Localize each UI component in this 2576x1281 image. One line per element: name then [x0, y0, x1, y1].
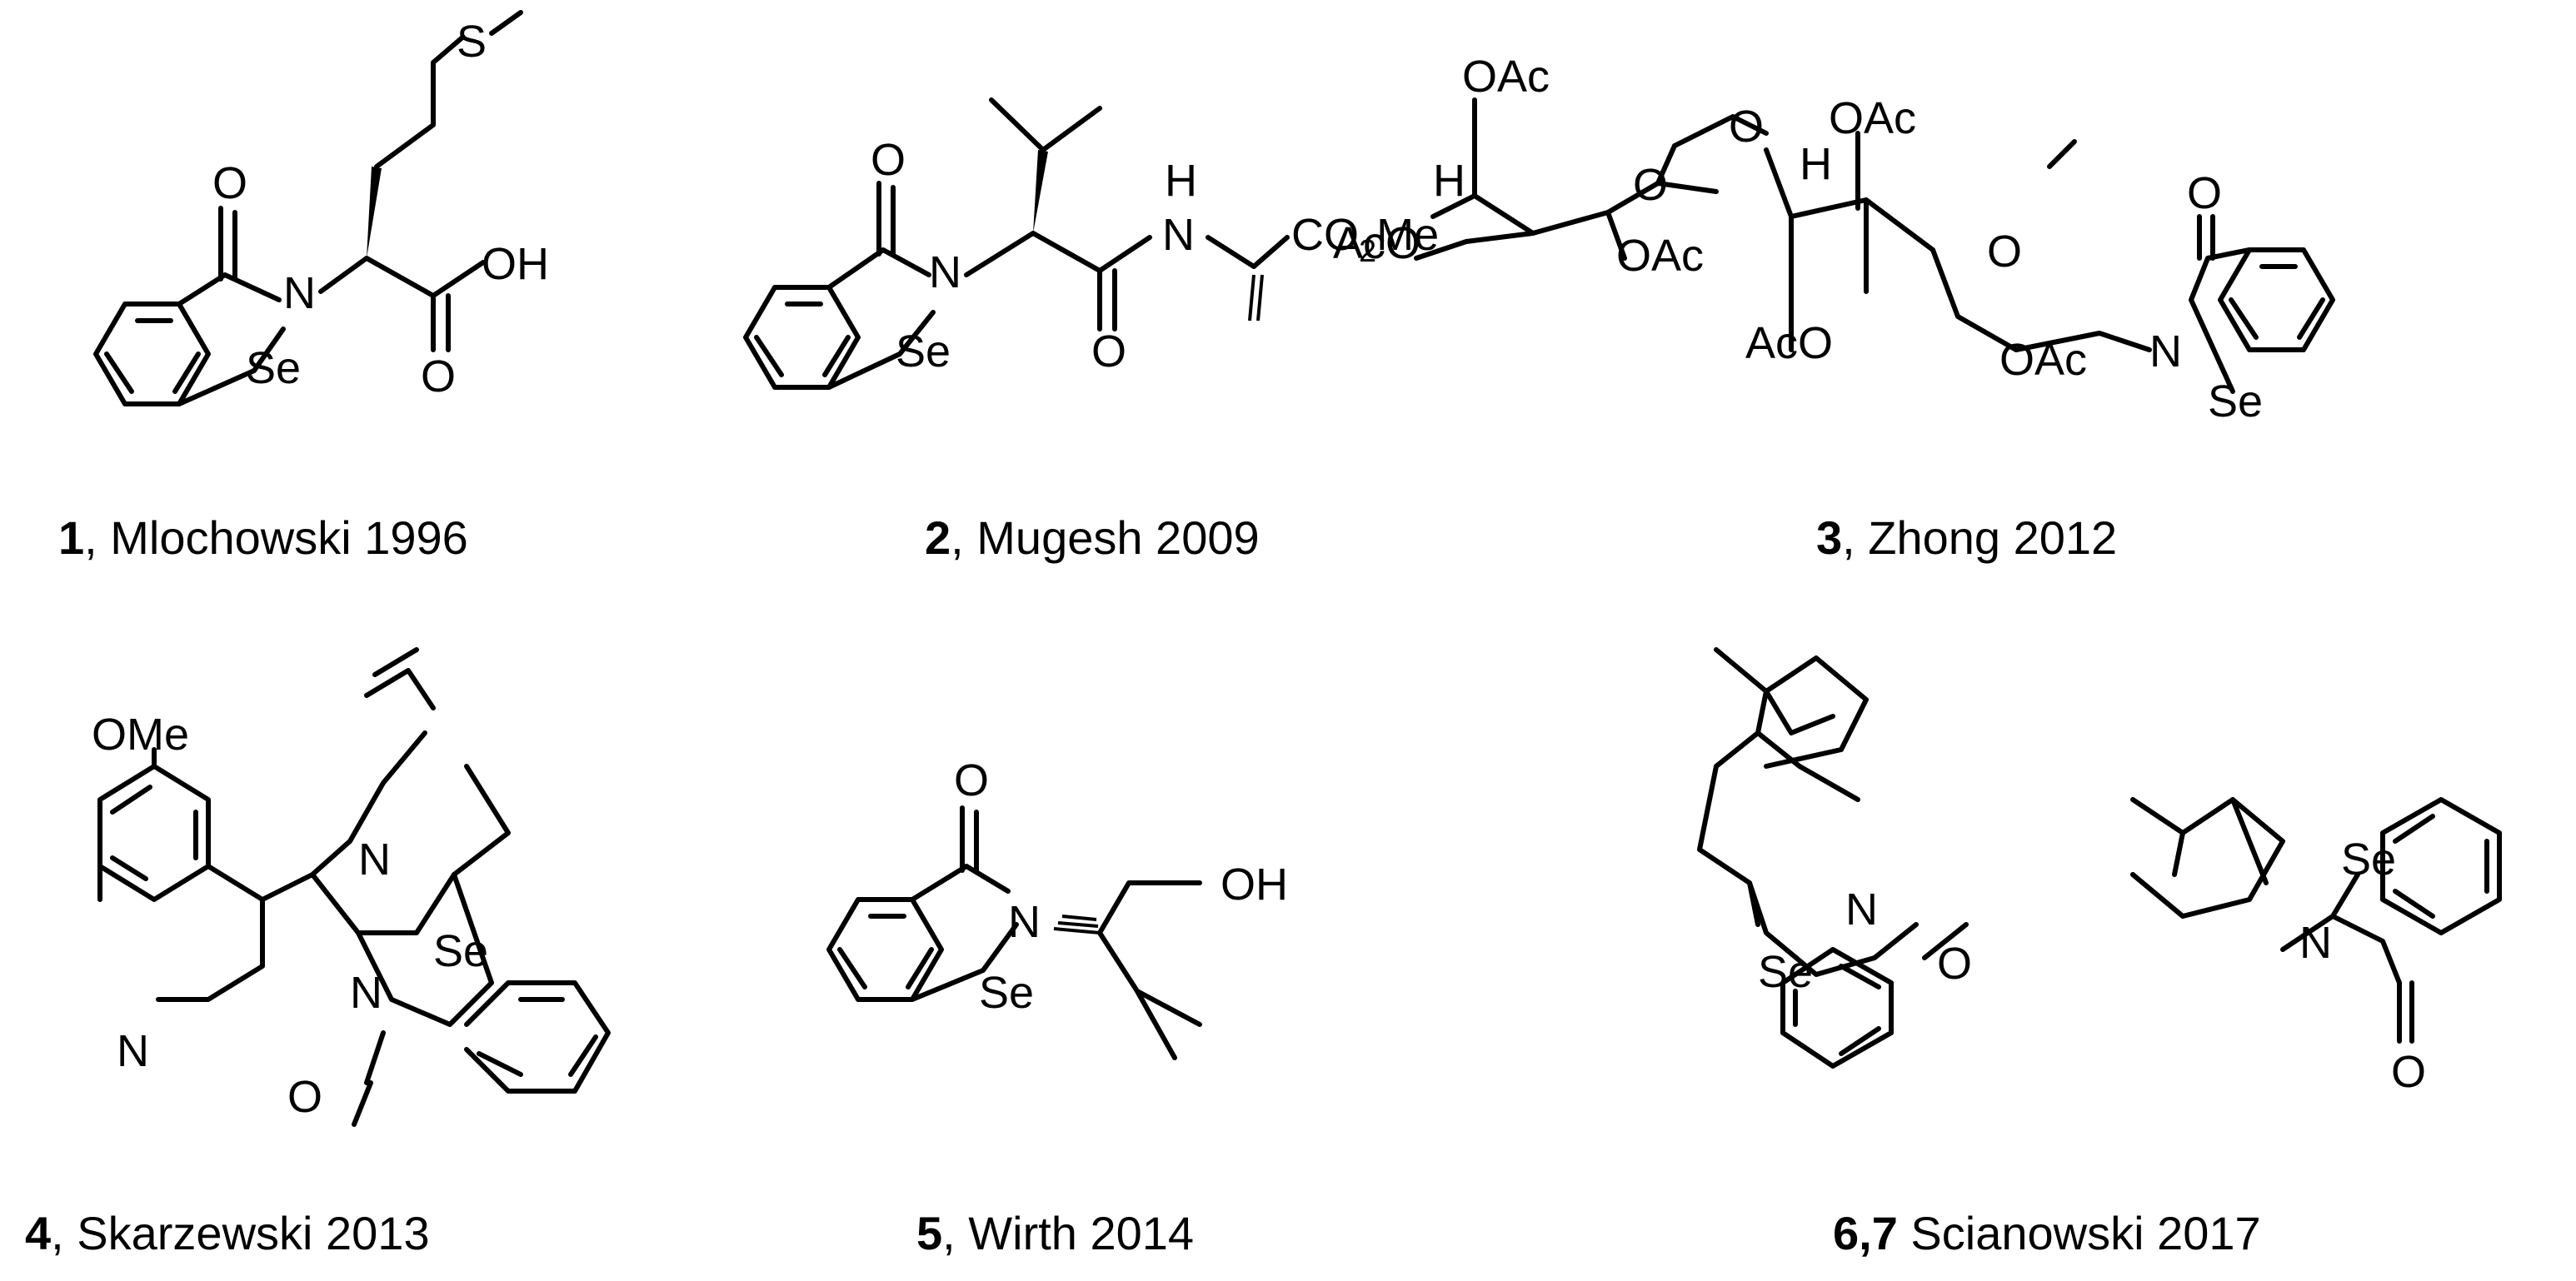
n-atom-label: N — [358, 835, 391, 885]
n-atom-label: N — [2149, 326, 2182, 376]
caption-structure-1: 1, Mlochowski 1996 — [58, 511, 468, 564]
o-atom-label: O — [287, 1072, 322, 1122]
n-atom-label: N — [2299, 918, 2332, 968]
n-atom-label: N — [1845, 885, 1878, 935]
o-atom-label: O — [871, 135, 906, 185]
n-atom-label: N — [1162, 210, 1195, 260]
o-atom-label: O — [1091, 326, 1126, 376]
structure-4: OMe N N N Se O — [92, 647, 611, 1127]
structure-5: O N Se OH — [826, 755, 1288, 1060]
structure-7-bonds — [2130, 797, 2502, 1044]
caption-structure-3: 3, Zhong 2012 — [1816, 511, 2117, 564]
n-atom-label: N — [117, 1026, 149, 1076]
caption-structure-2: 2, Mugesh 2009 — [925, 511, 1260, 564]
structure-1: S O N Se OH O — [93, 10, 549, 406]
o-atom-label: O — [2187, 168, 2222, 218]
se-atom-label: Se — [2341, 835, 2396, 885]
oac-group-label: OAc — [1462, 52, 1550, 102]
oac-group-label: OAc — [1999, 335, 2087, 385]
oac-group-label: OAc — [1616, 231, 1704, 281]
h-atom-label: H — [1433, 156, 1465, 206]
structure-7: Se N O — [2130, 797, 2502, 1097]
structure-6-bonds — [1697, 647, 1969, 1069]
h-atom-label: H — [1800, 139, 1832, 189]
se-atom-label: Se — [896, 326, 951, 376]
o-atom-label: O — [212, 158, 247, 208]
structure-1-bonds — [93, 10, 523, 406]
structure-2-bonds — [743, 97, 1290, 390]
o-atom-label: O — [1729, 102, 1764, 152]
s-atom-label: S — [457, 17, 487, 67]
n-atom-label: N — [1008, 897, 1041, 947]
se-atom-label: Se — [1758, 947, 1813, 997]
h-atom-label: H — [1165, 156, 1197, 206]
caption-structures-6-7: 6,7 Scianowski 2017 — [1833, 1207, 2261, 1259]
co2me-group-label: CO2Me — [1291, 210, 1439, 269]
se-atom-label: Se — [979, 968, 1034, 1018]
caption-structure-5: 5, Wirth 2014 — [916, 1207, 1194, 1259]
oac-group-label: OAc — [1829, 93, 1916, 143]
o-atom-label: O — [954, 755, 989, 805]
structure-2: O N Se O H N CO2Me — [743, 97, 1439, 390]
se-atom-label: Se — [2208, 376, 2263, 426]
o-atom-label: O — [1937, 939, 1972, 989]
o-atom-label: O — [1633, 160, 1668, 210]
o-atom-label: O — [2391, 1047, 2426, 1097]
oh-group-label: OH — [482, 239, 549, 289]
ome-group-label: OMe — [92, 710, 189, 760]
structure-3: OAc H AcO O OAc O H OAc AcO O OAc O N Se — [1333, 52, 2335, 426]
o-atom-label: O — [1987, 227, 2022, 277]
oh-group-label: OH — [1221, 860, 1288, 910]
n-atom-label: N — [929, 247, 961, 297]
o-atom-label: O — [421, 351, 456, 401]
aco-group-label: AcO — [1333, 218, 1420, 268]
caption-structure-4: 4, Skarzewski 2013 — [25, 1207, 430, 1259]
se-atom-label: Se — [433, 926, 488, 976]
structure-6: N Se O — [1697, 647, 1972, 1069]
se-atom-label: Se — [246, 343, 301, 393]
n-atom-label: N — [283, 268, 316, 318]
n-atom-label: N — [350, 968, 382, 1018]
structure-5-bonds — [826, 805, 1202, 1060]
structure-4-bonds — [97, 647, 611, 1127]
structure-3-bonds — [1414, 97, 2335, 394]
aco-group-label: AcO — [1745, 318, 1833, 368]
